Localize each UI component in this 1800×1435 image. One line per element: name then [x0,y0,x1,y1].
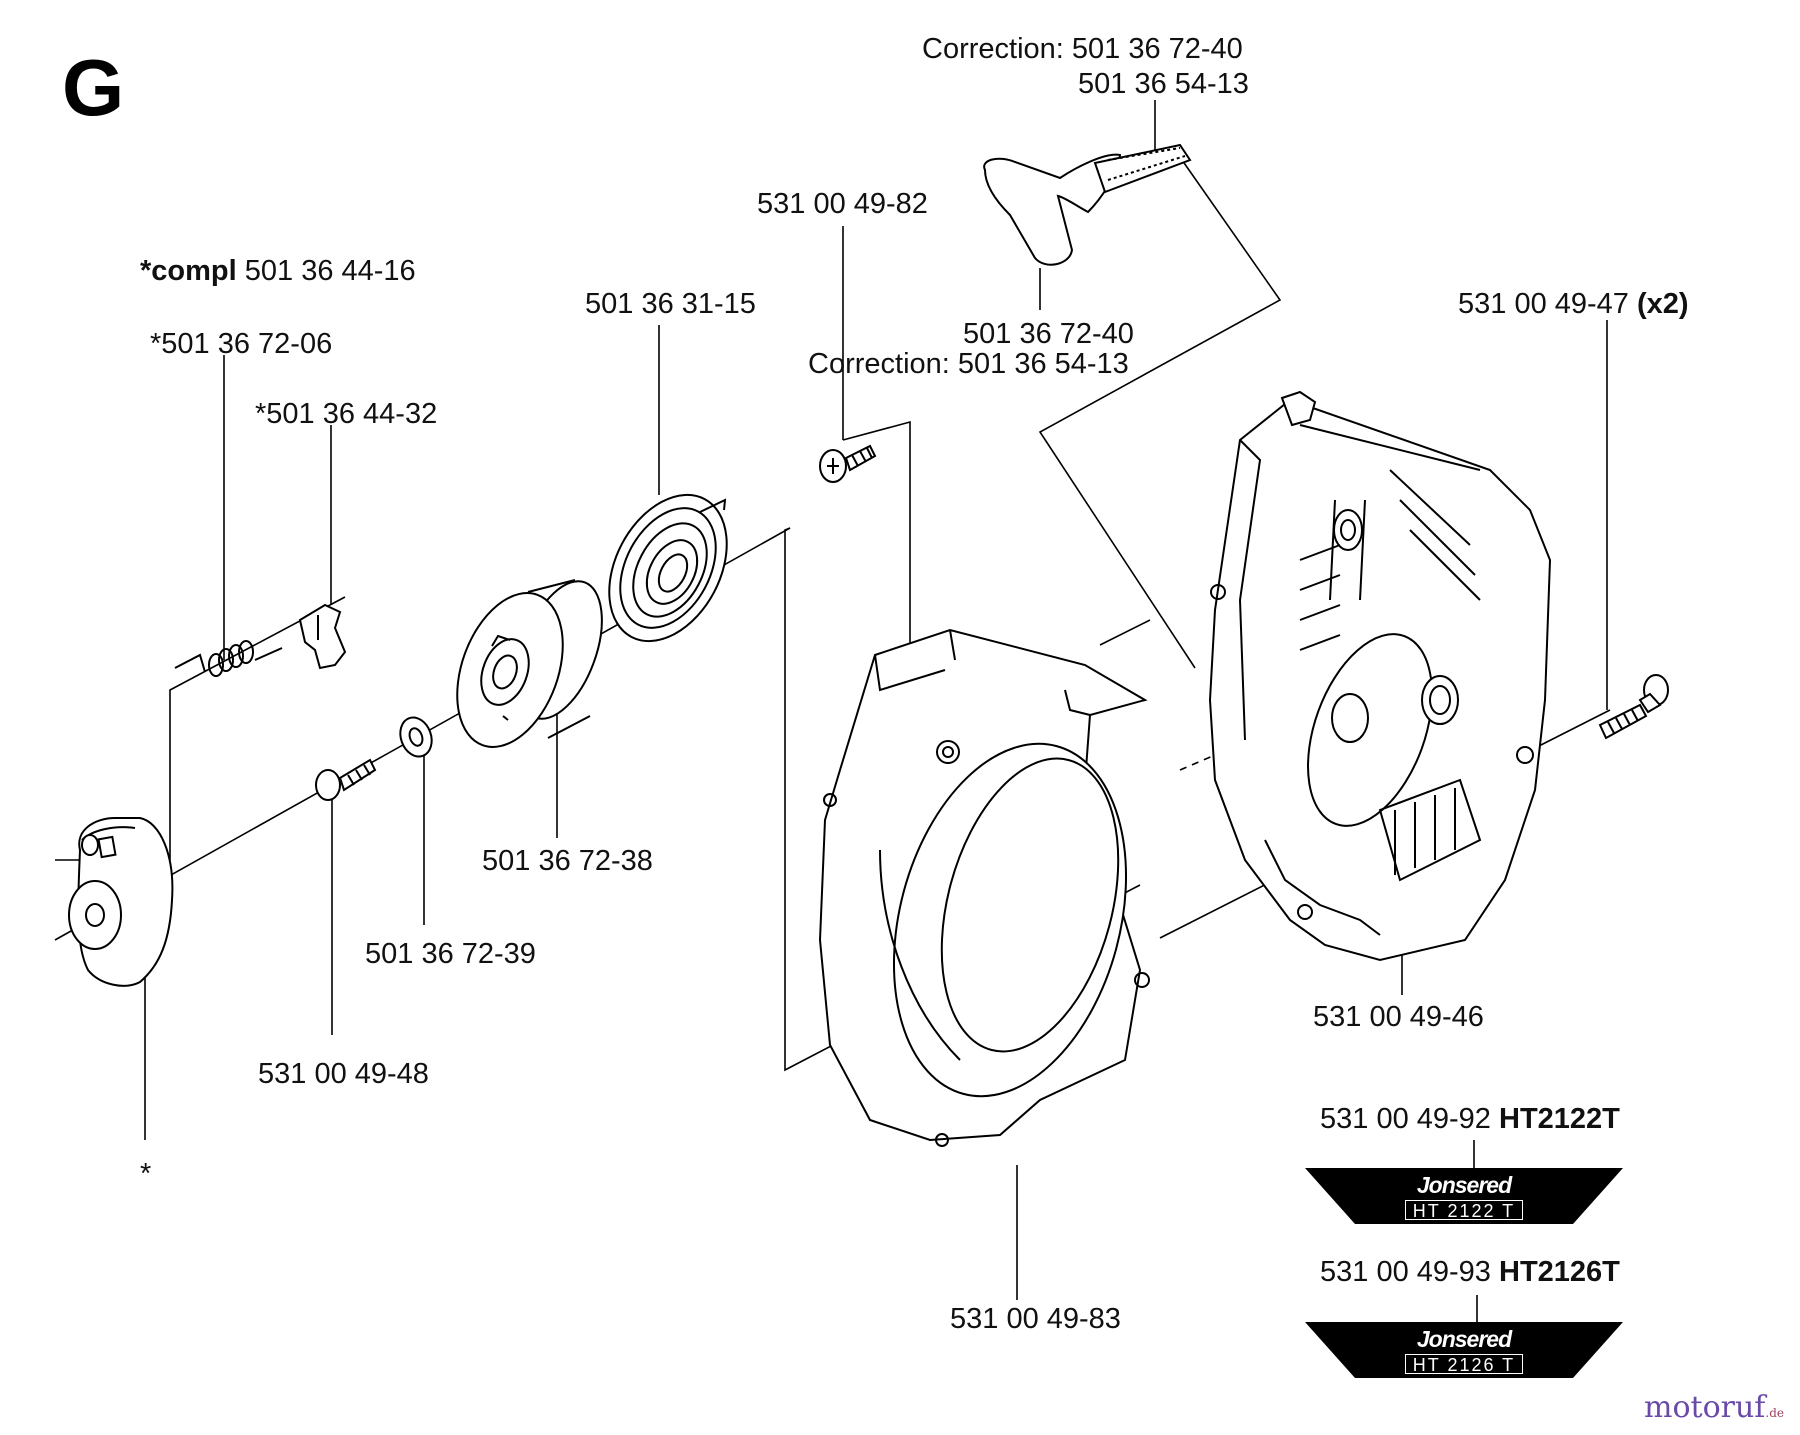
decal-brand-text: Jonsered [1416,1326,1512,1352]
pawl-spring-part [175,641,282,676]
label-spring-06: *501 36 72-06 [150,328,333,360]
starter-handle-part [984,145,1190,265]
label-pawl-32: *501 36 44-32 [255,398,438,430]
screw-47-qty: (x2) [1637,288,1689,320]
section-letter: G [62,43,125,132]
screw-48-part [316,760,375,800]
watermark-text: motoruf [1644,1390,1766,1425]
label-asterisk: * [140,1158,152,1190]
compl-prefix: *compl [140,255,237,287]
label-decal-93: 531 00 49-93 HT2126T [1320,1258,1620,1287]
label-screw-47: 531 00 49-47 (x2) [1458,290,1689,319]
label-washer-39: 501 36 72-39 [365,938,536,970]
label-compl-assembly: *compl 501 36 44-16 [140,257,416,286]
decal-92-number: 531 00 49-92 [1320,1103,1491,1135]
pawl-part [300,605,345,668]
axis-rope [1040,150,1280,668]
decal-93-model: HT2126T [1499,1256,1620,1288]
watermark-suffix: .de [1765,1406,1785,1420]
label-screw-48: 531 00 49-48 [258,1058,429,1090]
decal-ht2122t: Jonsered HT 2122 T [1305,1168,1623,1224]
decal-model-text: HT 2122 T [1405,1200,1523,1221]
label-handle-rope: 501 36 54-13 [1078,68,1249,100]
leader-lines [145,100,1607,1322]
label-handle-correction-top: Correction: 501 36 72-40 [922,33,1243,65]
decal-brand-text: Jonsered [1416,1172,1512,1198]
decal-model-text: HT 2126 T [1405,1354,1523,1375]
decal-93-number: 531 00 49-93 [1320,1256,1491,1288]
compl-number: 501 36 44-16 [244,255,416,287]
label-spring-15: 501 36 31-15 [585,288,756,320]
screw-47-part [1600,675,1668,738]
screw-47-number: 531 00 49-47 [1458,288,1629,320]
watermark-logo: motoruf.de [1644,1393,1784,1423]
screw-82-part [820,446,875,482]
starter-hub-part [69,818,172,986]
pulley-part [438,570,619,762]
decal-92-model: HT2122T [1499,1103,1620,1135]
label-handle-bottom: 501 36 72-40 [963,318,1134,350]
label-pulley-38: 501 36 72-38 [482,845,653,877]
label-handle-correction-bottom: Correction: 501 36 54-13 [808,348,1129,380]
rewind-spring-part [585,475,750,662]
axis-cover-shroud [1100,620,1150,645]
washer-part [395,713,437,761]
label-shroud-83: 531 00 49-83 [950,1303,1121,1335]
decal-ht2126t: Jonsered HT 2126 T [1305,1322,1623,1378]
label-cover-46: 531 00 49-46 [1313,1001,1484,1033]
starter-cover-part [1210,392,1550,960]
fan-shroud-part [820,630,1163,1146]
label-decal-92: 531 00 49-92 HT2122T [1320,1105,1620,1134]
label-screw-82: 531 00 49-82 [757,188,928,220]
